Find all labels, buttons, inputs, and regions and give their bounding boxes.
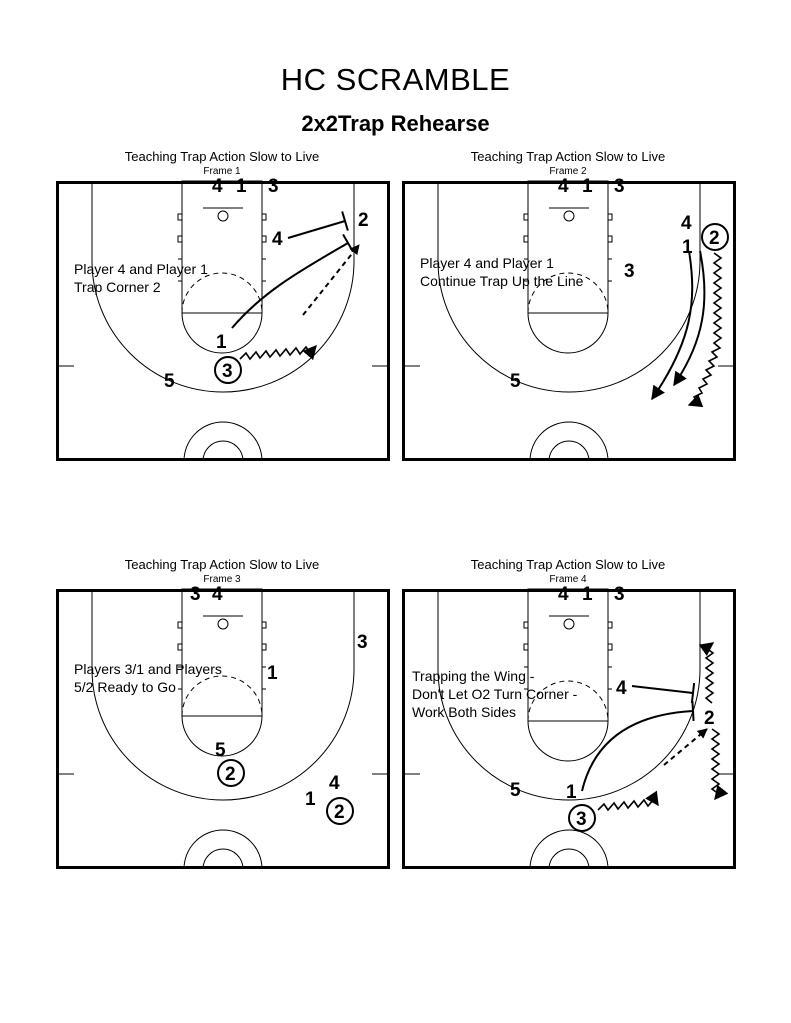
player-4-marker: 4 bbox=[212, 176, 223, 197]
frame-2-label: Frame 2 bbox=[549, 166, 587, 177]
pass-line bbox=[302, 244, 360, 316]
frame-1-court: 4 1 3 2 4 1 3 5 Player 4 and Player 1 Tr… bbox=[56, 176, 390, 462]
player-4-marker: 4 bbox=[329, 773, 340, 794]
dribble-line bbox=[687, 252, 723, 408]
ball-handler-circle bbox=[217, 759, 245, 787]
ball-handler-circle bbox=[701, 223, 729, 251]
player-1-marker: 1 bbox=[236, 176, 247, 197]
player-4-marker: 4 bbox=[272, 229, 283, 250]
player-3-marker: 3 bbox=[357, 632, 368, 653]
player-2-marker: 2 bbox=[334, 802, 345, 823]
player-1-marker: 1 bbox=[582, 584, 593, 605]
frame-3-note-line-2: 5/2 Ready to Go bbox=[74, 679, 176, 695]
trap-run-4-line bbox=[651, 250, 694, 401]
trap-move-4-line bbox=[287, 211, 349, 239]
frame-2-court: 4 1 3 4 1 2 3 5 Player 4 and Player 1 Co… bbox=[402, 176, 736, 462]
trap-move-4-line bbox=[631, 682, 696, 704]
page-title: HC SCRAMBLE bbox=[280, 62, 511, 97]
ball-handler-circle bbox=[326, 797, 354, 825]
player-3-marker: 3 bbox=[268, 176, 279, 197]
player-5-marker: 5 bbox=[510, 371, 521, 392]
frame-1-note-line-2: Trap Corner 2 bbox=[74, 279, 161, 295]
player-2-marker: 2 bbox=[225, 764, 236, 785]
dribble-up-line bbox=[698, 642, 715, 704]
dribble-line bbox=[597, 790, 659, 812]
player-1-marker: 1 bbox=[267, 663, 278, 684]
player-4-marker: 4 bbox=[681, 213, 692, 234]
frame-3-note-line-1: Players 3/1 and Players bbox=[74, 661, 222, 677]
player-2-marker: 2 bbox=[704, 708, 715, 729]
frame-3-label: Frame 3 bbox=[203, 574, 241, 585]
frame-2-note-line-1: Player 4 and Player 1 bbox=[420, 255, 554, 271]
player-3-marker: 3 bbox=[614, 176, 625, 197]
frame-4-court: 4 1 3 4 2 5 1 3 Trapping the Wing - Don'… bbox=[402, 584, 736, 870]
player-4-marker: 4 bbox=[616, 678, 627, 699]
player-3-marker: 3 bbox=[614, 584, 625, 605]
player-4-marker: 4 bbox=[558, 584, 569, 605]
player-4-marker: 4 bbox=[212, 584, 223, 605]
page-subtitle: 2x2Trap Rehearse bbox=[301, 111, 490, 136]
frame-4-label: Frame 4 bbox=[549, 574, 587, 585]
ball-handler-circle bbox=[568, 804, 596, 832]
player-3-marker: 3 bbox=[576, 809, 587, 830]
player-3-marker: 3 bbox=[190, 584, 201, 605]
frame-3-court: 3 4 3 1 5 2 4 1 2 Players 3/1 and Player… bbox=[56, 584, 390, 870]
player-3-marker: 3 bbox=[624, 261, 635, 282]
trap-run-1-line bbox=[673, 250, 706, 387]
frame-1-label: Frame 1 bbox=[203, 166, 241, 177]
frame-4-note-line-1: Trapping the Wing - bbox=[412, 668, 535, 684]
player-5-marker: 5 bbox=[164, 371, 175, 392]
frame-1-note-line-1: Player 4 and Player 1 bbox=[74, 261, 208, 277]
player-3-marker: 3 bbox=[222, 361, 233, 382]
dribble-line bbox=[239, 344, 317, 361]
player-4-marker: 4 bbox=[558, 176, 569, 197]
trap-move-1-line bbox=[231, 233, 354, 329]
player-1-marker: 1 bbox=[582, 176, 593, 197]
frame-1-heading: Teaching Trap Action Slow to Live bbox=[124, 149, 320, 164]
frame-2-note-line-2: Continue Trap Up the Line bbox=[420, 273, 584, 289]
frame-4-note-line-2: Don't Let O2 Turn Corner - bbox=[412, 686, 578, 702]
player-5-marker: 5 bbox=[215, 740, 226, 761]
frame-2-heading: Teaching Trap Action Slow to Live bbox=[470, 149, 666, 164]
frame-4-note-line-3: Work Both Sides bbox=[412, 704, 516, 720]
dribble-down-line bbox=[710, 728, 729, 801]
pass-line bbox=[663, 728, 708, 766]
player-2-marker: 2 bbox=[358, 210, 369, 231]
frame-3-heading: Teaching Trap Action Slow to Live bbox=[124, 557, 320, 572]
player-1-marker: 1 bbox=[566, 782, 577, 803]
frame-4-heading: Teaching Trap Action Slow to Live bbox=[470, 557, 666, 572]
ball-handler-circle bbox=[214, 356, 242, 384]
player-5-marker: 5 bbox=[510, 780, 521, 801]
player-2-marker: 2 bbox=[709, 228, 720, 249]
player-1-marker: 1 bbox=[305, 789, 316, 810]
trap-move-1-line bbox=[581, 700, 695, 792]
player-1-marker: 1 bbox=[682, 237, 693, 258]
player-1-marker: 1 bbox=[216, 332, 227, 353]
